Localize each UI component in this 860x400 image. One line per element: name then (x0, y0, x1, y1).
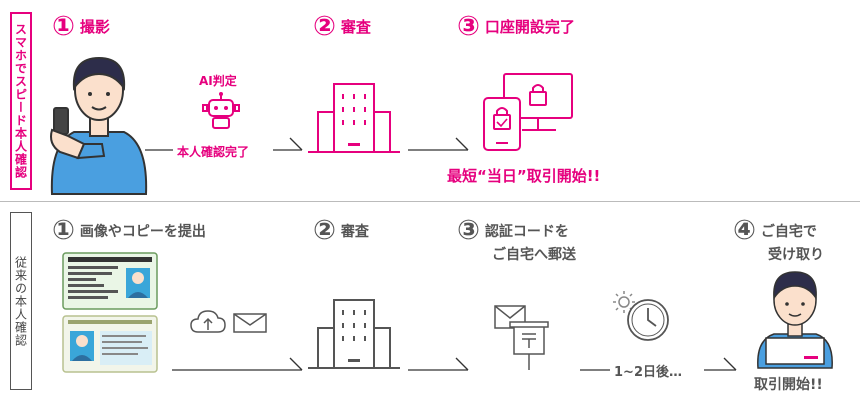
bottom-step-4-number: ④ (733, 215, 756, 246)
health-insurance-card-icon (62, 315, 158, 373)
trading-start-text: 取引開始!! (754, 377, 823, 393)
top-step-3-label: 口座開設完了 (484, 18, 575, 36)
driver-license-card-icon (62, 252, 158, 310)
secure-devices-icon (483, 73, 573, 151)
bottom-step-1-number: ① (52, 215, 75, 246)
bottom-step-1-label: 画像やコピーを提出 (79, 223, 206, 240)
same-day-trading-text: 最短“当日”取引開始!! (447, 167, 601, 185)
bottom-step-2: ② 審査 (313, 217, 369, 244)
row-divider (0, 201, 860, 202)
cloud-upload-icon (190, 310, 226, 333)
top-step-2-number: ② (313, 11, 336, 42)
clock-time-icon (613, 291, 669, 341)
top-step-1-number: ① (52, 11, 75, 42)
robot-icon (202, 92, 240, 129)
traditional-verification-label: 従来の本人確認 (10, 212, 32, 390)
bottom-step-2-label: 審査 (340, 223, 369, 240)
wait-duration-label: 1~2日後… (614, 365, 682, 380)
bottom-step-3-number: ③ (457, 215, 480, 246)
bottom-step-1: ① 画像やコピーを提出 (52, 217, 206, 244)
person-receiving-mail-icon (757, 271, 833, 369)
bottom-step-3-label-line2: ご自宅へ郵送 (492, 247, 576, 263)
bottom-arrow-2 (408, 357, 469, 371)
ai-judgement-label: AI判定 (199, 74, 237, 88)
bottom-arrow-1 (172, 357, 303, 371)
top-arrow-2 (408, 137, 469, 151)
top-step-3: ③ 口座開設完了 (457, 13, 575, 40)
top-step-2-label: 審査 (340, 18, 371, 36)
bottom-step-4-label-line2: 受け取り (768, 247, 824, 263)
bottom-arrow-3 (580, 357, 737, 371)
bottom-step-4: ④ ご自宅で (733, 217, 817, 244)
top-arrow-1 (145, 137, 303, 151)
review-building-icon (308, 83, 400, 153)
person-with-phone-icon (50, 56, 148, 195)
review-building-gray-icon (308, 299, 400, 369)
top-step-1-label: 撮影 (79, 18, 110, 36)
bottom-step-2-number: ② (313, 215, 336, 246)
top-step-3-number: ③ (457, 11, 480, 42)
top-step-2: ② 審査 (313, 13, 371, 40)
bottom-step-3-label-line1: 認証コードを (484, 223, 569, 240)
speed-verification-label: スマホでスピード本人確認 (10, 12, 32, 190)
bottom-step-4-label-line1: ご自宅で (760, 223, 817, 240)
bottom-step-3: ③ 認証コードを (457, 217, 569, 244)
top-step-1: ① 撮影 (52, 13, 110, 40)
mail-envelope-icon (233, 313, 267, 333)
verification-complete-label: 本人確認完了 (177, 145, 250, 159)
postbox-icon (494, 305, 549, 370)
